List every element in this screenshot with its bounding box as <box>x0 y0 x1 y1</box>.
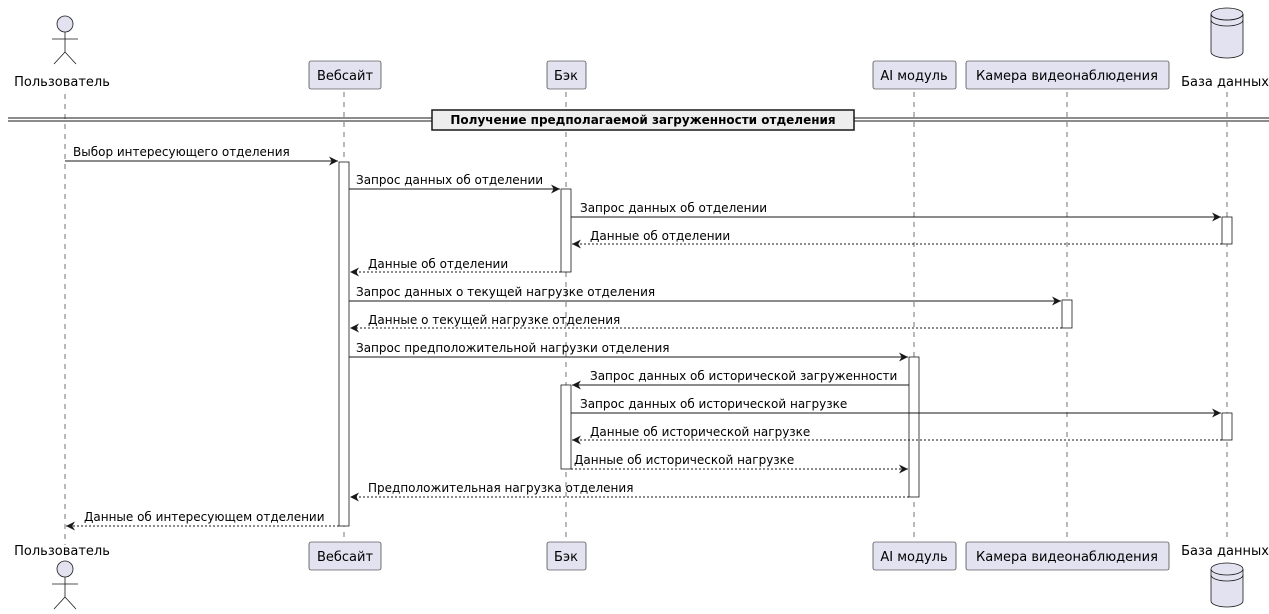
activation-back-1 <box>560 188 572 273</box>
activation-db-2 <box>1221 412 1233 441</box>
database-icon-bottom <box>1210 562 1244 608</box>
participant-user-label-top: Пользователь <box>14 75 110 90</box>
message-label: Данные о текущей нагрузке отделения <box>368 313 620 327</box>
participant-website-bottom: Вебсайт <box>308 541 382 571</box>
participant-user-label-bottom: Пользователь <box>14 544 110 559</box>
participant-back-top: Бэк <box>546 60 587 90</box>
group-title: Получение предполагаемой загруженности о… <box>450 113 835 127</box>
participant-website-label: Вебсайт <box>317 550 373 565</box>
message-label: Запрос данных об исторической нагрузке <box>580 397 847 411</box>
message-label: Запрос данных о текущей нагрузке отделен… <box>356 285 655 299</box>
group-separator: Получение предполагаемой загруженности о… <box>8 109 1269 131</box>
participant-db-label-top: База данных <box>1181 75 1269 90</box>
message-label: Запрос данных об отделении <box>580 201 767 215</box>
participant-ai-label: AI модуль <box>880 550 947 565</box>
message-label: Данные об интересующем отделении <box>84 510 325 524</box>
message-label: Данные об исторической нагрузке <box>590 425 810 439</box>
message-label: Данные об исторической нагрузке <box>574 453 794 467</box>
message-label: Данные об отделении <box>368 257 508 271</box>
participant-website-label: Вебсайт <box>317 69 373 84</box>
participant-camera-label: Камера видеонаблюдения <box>976 69 1158 84</box>
participant-back-label: Бэк <box>554 550 578 565</box>
activation-db-1 <box>1221 216 1233 245</box>
message-label: Данные об отделении <box>590 229 730 243</box>
database-icon-top <box>1210 7 1244 59</box>
message-label: Запрос предположительной нагрузки отделе… <box>356 341 670 355</box>
activation-camera <box>1061 299 1073 329</box>
participant-camera-top: Камера видеонаблюдения <box>965 60 1170 90</box>
participant-website-top: Вебсайт <box>308 60 382 90</box>
actor-user-icon-bottom <box>52 560 78 610</box>
message-label: Выбор интересующего отделения <box>73 145 290 159</box>
message-label: Запрос данных об исторической загруженно… <box>590 369 897 383</box>
activation-back-2 <box>560 384 572 470</box>
activation-ai <box>908 356 920 498</box>
participant-ai-bottom: AI модуль <box>872 541 957 571</box>
participant-camera-bottom: Камера видеонаблюдения <box>965 541 1170 571</box>
activation-website <box>338 161 350 527</box>
actor-user-icon-top <box>52 15 78 65</box>
participant-back-label: Бэк <box>554 69 578 84</box>
participant-ai-label: AI модуль <box>880 69 947 84</box>
participant-ai-top: AI модуль <box>872 60 957 90</box>
participant-back-bottom: Бэк <box>546 541 587 571</box>
message-label: Запрос данных об отделении <box>356 173 543 187</box>
participant-db-label-bottom: База данных <box>1181 544 1269 559</box>
message-label: Предположительная нагрузка отделения <box>368 481 633 495</box>
participant-camera-label: Камера видеонаблюдения <box>976 550 1158 565</box>
